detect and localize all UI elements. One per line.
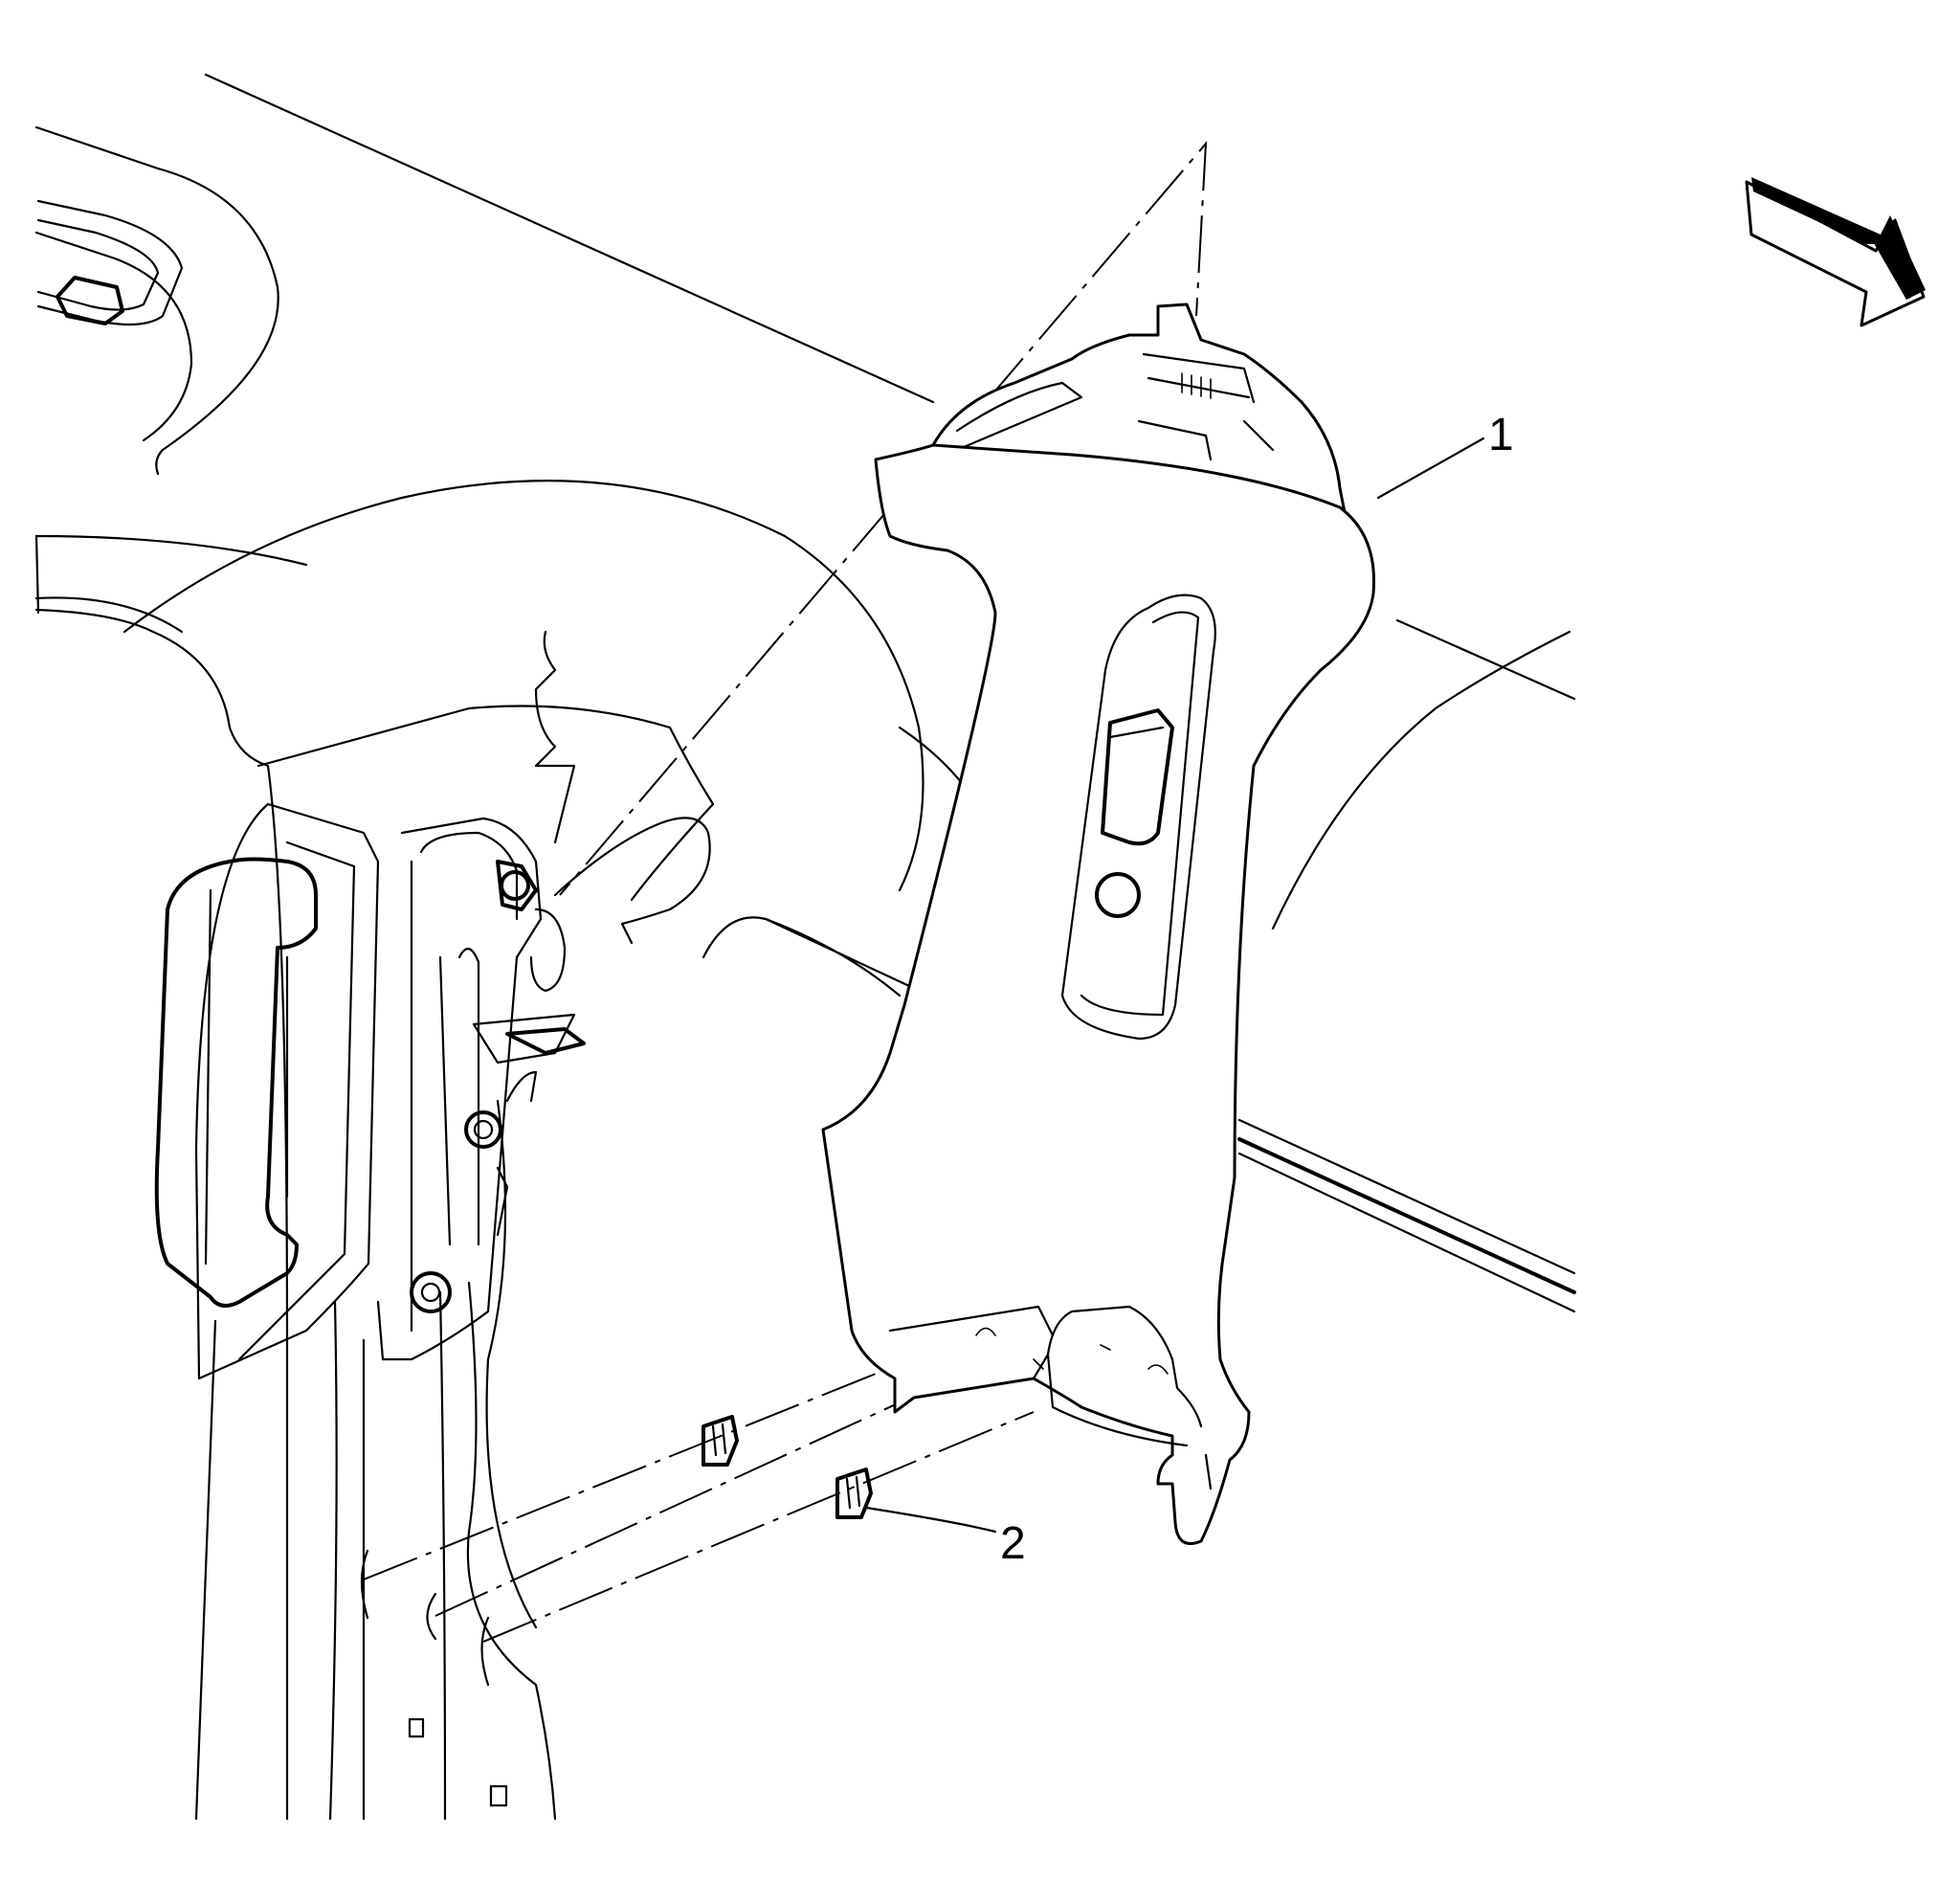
forward-arrow-icon [1745,177,1926,327]
callout-2-leader [864,1506,997,1534]
pillar-hole [408,1717,425,1738]
right-window-lines [1237,618,1576,1313]
bolt [410,1271,452,1313]
grab-handle [154,802,380,1380]
trim-panel [821,302,1376,1545]
retainer-clip [835,1468,873,1519]
dome-light [36,199,184,326]
break-line [534,630,576,844]
b-pillar [194,764,557,1821]
seat-belt-guide [376,817,586,1361]
panel-button [1095,872,1141,918]
bolt [500,870,530,901]
callout-1-leader [1376,437,1485,500]
retainer-clip [702,1415,739,1467]
bolt [464,1110,502,1149]
callout-2-label: 2 [1000,1518,1026,1569]
callout-1-label: 1 [1488,410,1514,460]
headliner [34,73,988,997]
pillar-hole [489,1784,508,1807]
